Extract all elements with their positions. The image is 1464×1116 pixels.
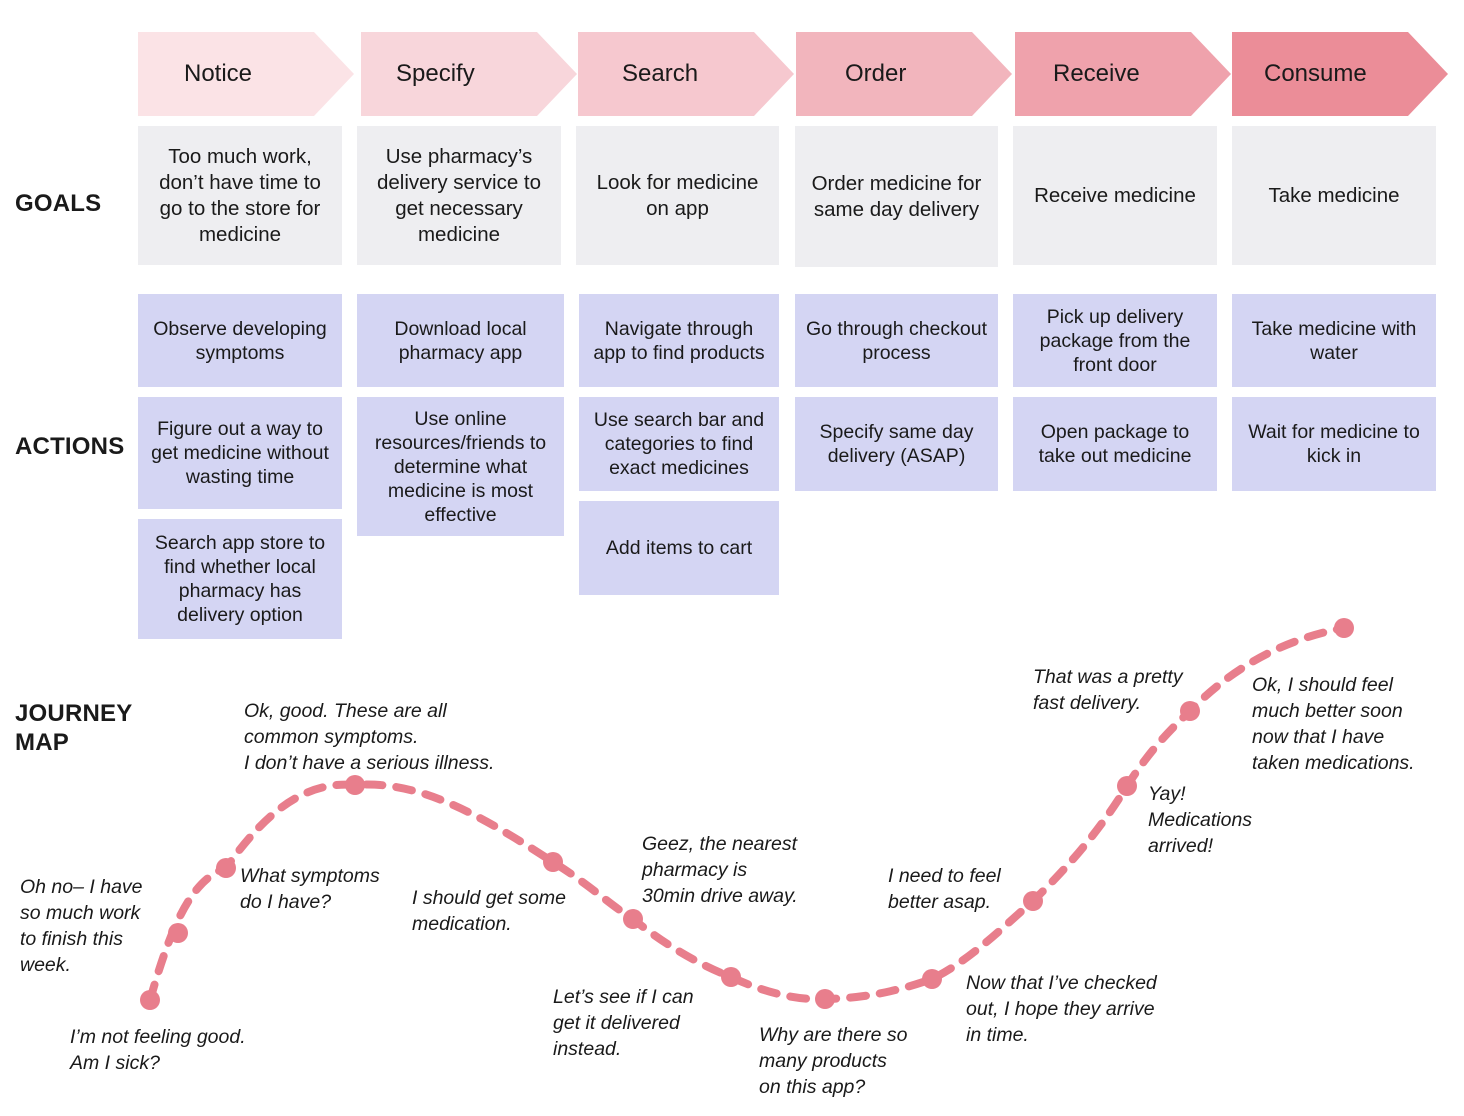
journey-point bbox=[1117, 776, 1137, 796]
chevron-shape bbox=[578, 32, 794, 116]
action-card: Take medicine with water bbox=[1232, 294, 1436, 387]
journey-point bbox=[543, 852, 563, 872]
journey-note: Why are there so many products on this a… bbox=[759, 1024, 908, 1098]
action-card: Add items to cart bbox=[579, 501, 779, 595]
action-card: Use search bar and categories to find ex… bbox=[579, 397, 779, 491]
goal-card-order: Order medicine for same day delivery bbox=[795, 126, 998, 267]
journey-label-line1: JOURNEY bbox=[15, 700, 133, 727]
journey-note: I should get some medication. bbox=[412, 887, 566, 935]
chevron-shape bbox=[1232, 32, 1448, 116]
action-card: Wait for medicine to kick in bbox=[1232, 397, 1436, 491]
journey-note: Yay! Medications arrived! bbox=[1148, 783, 1253, 857]
action-card: Navigate through app to find products bbox=[579, 294, 779, 387]
goal-card-consume: Take medicine bbox=[1232, 126, 1436, 265]
journey-point bbox=[168, 923, 188, 943]
journey-point bbox=[1023, 891, 1043, 911]
goal-card-specify: Use pharmacy’s delivery service to get n… bbox=[357, 126, 561, 265]
stage-label: Order bbox=[845, 60, 907, 87]
chevron-shape bbox=[1015, 32, 1231, 116]
stage-label: Receive bbox=[1053, 60, 1140, 87]
action-card: Use online resources/friends to determin… bbox=[357, 397, 564, 536]
chevron-shape bbox=[138, 32, 354, 116]
action-card: Go through checkout process bbox=[795, 294, 998, 387]
stage-specify: Specify bbox=[361, 32, 577, 116]
journey-note: Oh no– I have so much work to finish thi… bbox=[20, 876, 143, 976]
stage-receive: Receive bbox=[1015, 32, 1231, 116]
actions-label: ACTIONS bbox=[15, 433, 125, 460]
stage-search: Search bbox=[578, 32, 794, 116]
journey-note: Geez, the nearest pharmacy is 30min driv… bbox=[642, 833, 798, 907]
journey-point bbox=[1334, 618, 1354, 638]
journey-note: Now that I’ve checked out, I hope they a… bbox=[966, 972, 1157, 1046]
goal-card-notice: Too much work, don’t have time to go to … bbox=[138, 126, 342, 265]
action-card: Pick up delivery package from the front … bbox=[1013, 294, 1217, 387]
journey-point bbox=[623, 909, 643, 929]
chevron-shape bbox=[796, 32, 1012, 116]
action-card: Observe developing symptoms bbox=[138, 294, 342, 387]
journey-label-line2: MAP bbox=[15, 729, 69, 756]
journey-point bbox=[345, 775, 365, 795]
journey-note: That was a pretty fast delivery. bbox=[1033, 666, 1183, 714]
action-card: Download local pharmacy app bbox=[357, 294, 564, 387]
journey-map-label: JOURNEY MAP bbox=[15, 699, 132, 757]
goal-card-receive: Receive medicine bbox=[1013, 126, 1217, 265]
journey-line bbox=[146, 624, 1348, 1004]
journey-point bbox=[922, 969, 942, 989]
journey-note: Let’s see if I can get it delivered inst… bbox=[553, 986, 694, 1060]
journey-note: Ok, I should feel much better soon now t… bbox=[1252, 674, 1415, 774]
journey-point bbox=[721, 967, 741, 987]
action-card: Specify same day delivery (ASAP) bbox=[795, 397, 998, 491]
stage-label: Specify bbox=[396, 60, 475, 87]
stage-consume: Consume bbox=[1232, 32, 1448, 116]
goals-label: GOALS bbox=[15, 190, 102, 217]
journey-point bbox=[216, 858, 236, 878]
stage-label: Search bbox=[622, 60, 699, 87]
action-card: Figure out a way to get medicine without… bbox=[138, 397, 342, 509]
journey-note: Ok, good. These are all common symptoms.… bbox=[244, 700, 495, 774]
goal-card-search: Look for medicine on app bbox=[576, 126, 779, 265]
action-card: Open package to take out medicine bbox=[1013, 397, 1217, 491]
stage-order: Order bbox=[796, 32, 1012, 116]
journey-point bbox=[1180, 701, 1200, 721]
action-card: Search app store to find whether local p… bbox=[138, 519, 342, 639]
chevron-shape bbox=[361, 32, 577, 116]
journey-note: I need to feel better asap. bbox=[888, 865, 1001, 913]
stage-notice: Notice bbox=[138, 32, 354, 116]
journey-note: What symptoms do I have? bbox=[240, 865, 380, 913]
journey-point bbox=[815, 989, 835, 1009]
stage-label: Notice bbox=[184, 60, 253, 87]
journey-note: I’m not feeling good. Am I sick? bbox=[70, 1026, 246, 1074]
journey-point bbox=[140, 990, 160, 1010]
stage-label: Consume bbox=[1264, 60, 1367, 87]
